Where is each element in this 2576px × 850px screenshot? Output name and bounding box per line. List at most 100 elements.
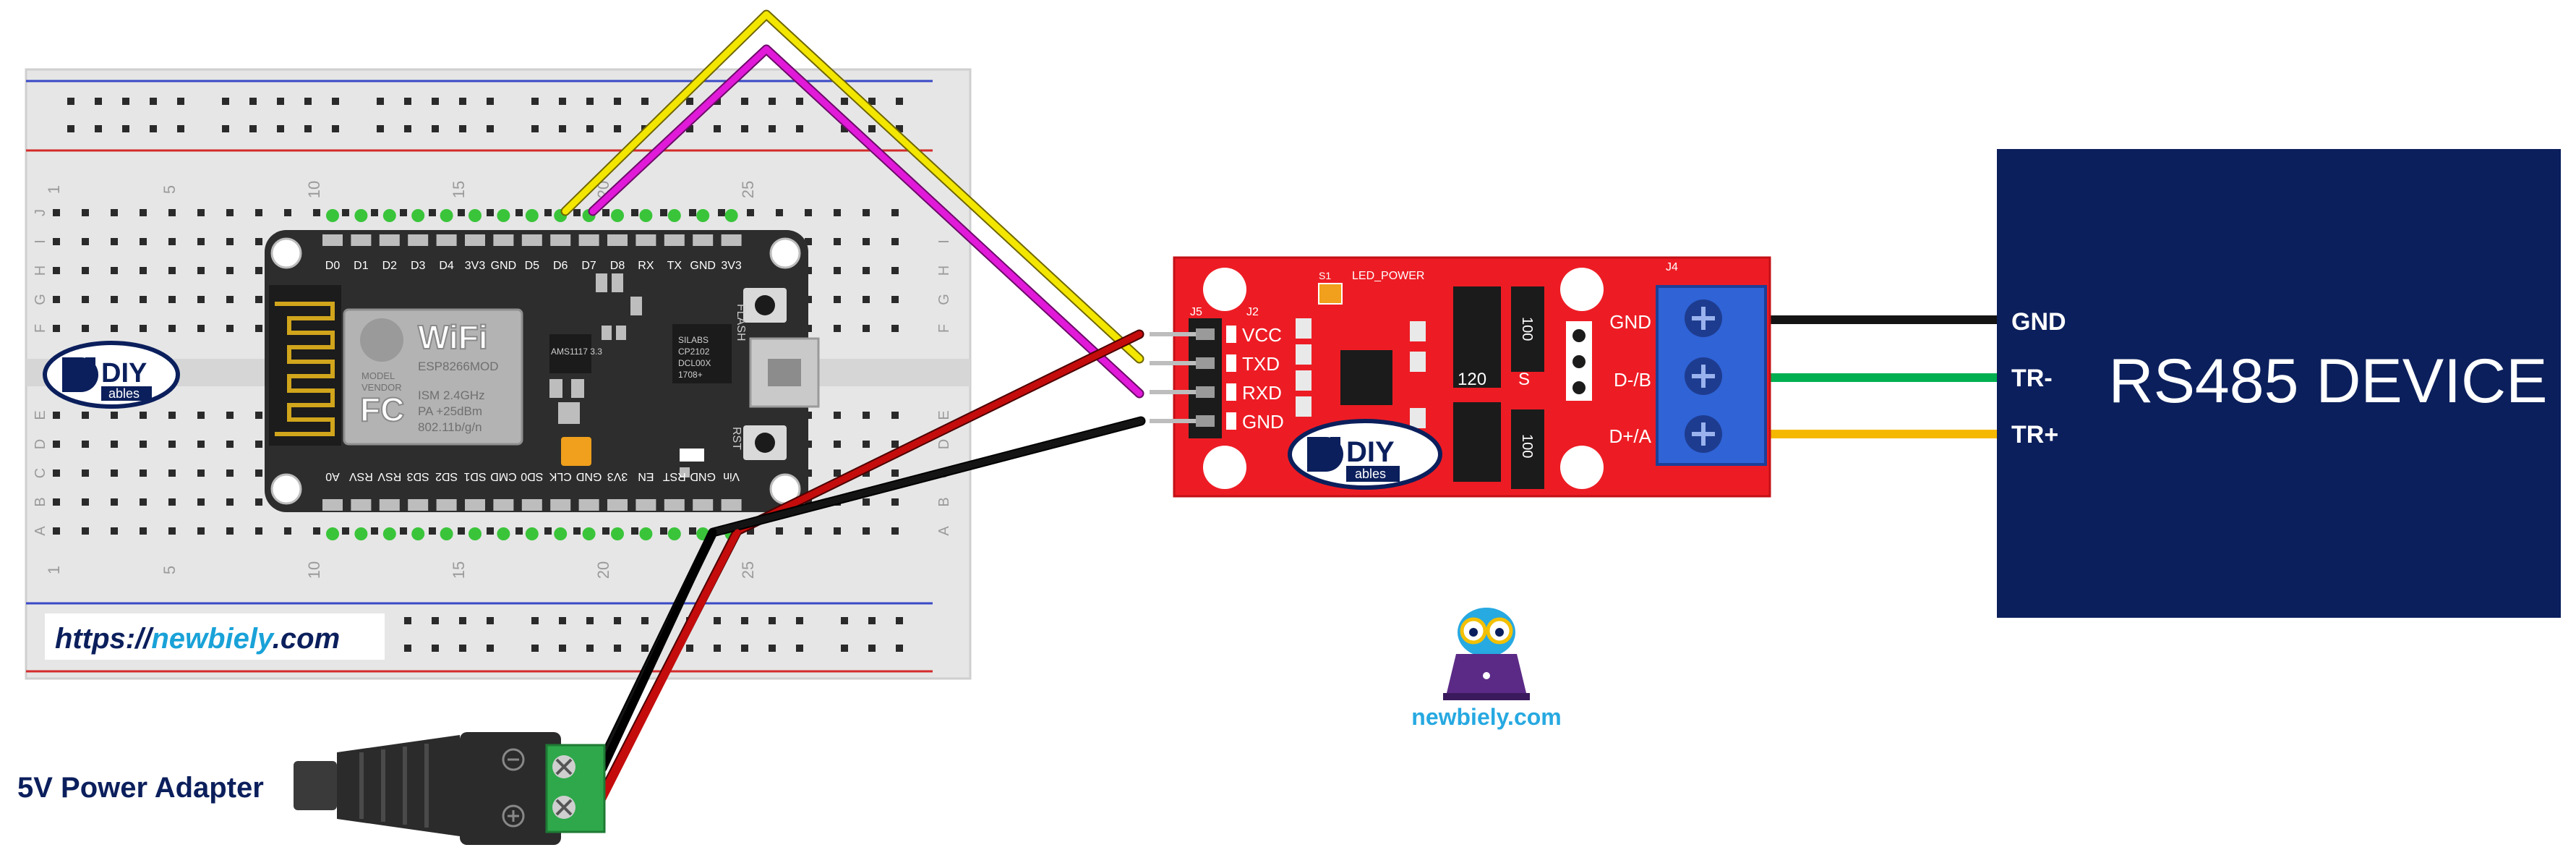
breadboard-hole (686, 98, 693, 105)
breadboard-hole (53, 325, 60, 332)
breadboard-hole (776, 209, 783, 216)
breadboard-hole (573, 209, 581, 216)
breadboard-hole (487, 527, 494, 535)
breadboard-hole (429, 209, 436, 216)
esp-bottom-pin-label: SD2 (435, 470, 458, 483)
breadboard-hole (342, 527, 349, 535)
website-label[interactable]: https://newbiely.com (55, 623, 340, 655)
breadboard-hole (53, 296, 60, 303)
breadboard-hole (222, 125, 229, 132)
breadboard-hole (53, 441, 60, 448)
breadboard-hole (140, 209, 147, 216)
breadboard-hole (614, 98, 621, 105)
breadboard-hole (891, 238, 899, 245)
esp-bottom-pin-label: EN (638, 470, 654, 483)
breadboard-hole (226, 441, 234, 448)
breadboard-hole (197, 498, 205, 506)
breadboard-hole (197, 441, 205, 448)
esp-top-pin-pad (693, 234, 714, 246)
breadboard-hole (140, 498, 147, 506)
esp-top-pin-hole (497, 209, 510, 222)
wire-red-esp-vin (599, 529, 741, 802)
breadboard-hole (197, 296, 205, 303)
esp-bottom-pin-pad (493, 499, 514, 511)
breadboard-hole (458, 209, 465, 216)
esp-top-pin-label: 3V3 (721, 260, 742, 272)
j4-label: J4 (1666, 261, 1678, 273)
breadboard-hole (226, 498, 234, 506)
breadboard-top-number: 15 (450, 181, 468, 198)
breadboard-hole (586, 617, 594, 624)
rs485-header-pin (1196, 357, 1215, 369)
breadboard-right-letter: D (936, 439, 952, 449)
breadboard-hole (805, 238, 812, 245)
breadboard-hole (82, 267, 89, 274)
breadboard-left-letter: G (33, 294, 48, 305)
breadboard-hole (168, 267, 176, 274)
breadboard-hole (111, 209, 118, 216)
breadboard-hole (834, 267, 841, 274)
breadboard-hole (796, 98, 803, 105)
breadboard-hole (841, 125, 848, 132)
breadboard-hole (168, 527, 176, 535)
breadboard-hole (559, 617, 566, 624)
breadboard-hole (714, 617, 721, 624)
breadboard-hole (891, 412, 899, 419)
breadboard-hole (82, 527, 89, 535)
breadboard-hole (891, 441, 899, 448)
breadboard-hole (255, 441, 262, 448)
breadboard-hole (660, 527, 667, 535)
breadboard-hole (177, 98, 184, 105)
breadboard-hole (586, 98, 594, 105)
esp-bottom-pin-label: GND (690, 470, 716, 483)
esp-bottom-pin-hole (582, 527, 596, 540)
module-logo-subtext: ables (1355, 467, 1386, 481)
breadboard-hole (459, 617, 466, 624)
device-terminal-tr-minus: TR- (2011, 365, 2053, 392)
rs485-right-label: D-/B (1614, 369, 1651, 391)
center-label-s: S (1518, 370, 1530, 389)
breadboard-hole (150, 98, 157, 105)
breadboard-hole (304, 125, 312, 132)
breadboard-hole (515, 209, 523, 216)
breadboard-hole (197, 238, 205, 245)
breadboard-hole (168, 412, 176, 419)
esp-bottom-pin-label: CMD (490, 470, 516, 483)
breadboard-hole (531, 617, 539, 624)
breadboard-hole (95, 125, 102, 132)
esp-bottom-pin-hole (326, 527, 339, 540)
esp-top-pin-hole (611, 209, 624, 222)
esp-bottom-pin-label: Vin (723, 470, 740, 483)
resistor-bottom-label: 100 (1519, 434, 1535, 458)
esp-top-pin-label: 3V3 (465, 260, 486, 272)
breadboard-hole (140, 238, 147, 245)
breadboard-hole (559, 645, 566, 652)
esp-top-pin-hole (411, 209, 425, 222)
breadboard-hole (641, 645, 649, 652)
esp-top-pin-label: D5 (525, 260, 540, 272)
led-power-label: LED_POWER (1352, 270, 1424, 282)
breadboard-hole (747, 209, 754, 216)
usb-chip-line-1: SILABS (678, 335, 709, 345)
breadboard-hole (53, 209, 60, 216)
breadboard-hole (53, 267, 60, 274)
usb-chip-line-2: CP2102 (678, 347, 710, 357)
breadboard-hole (891, 325, 899, 332)
breadboard-hole (834, 296, 841, 303)
resistor-top-label: 100 (1519, 317, 1535, 341)
breadboard-hole (197, 469, 205, 477)
breadboard-hole (459, 98, 466, 105)
rs485-left-pin-label: RXD (1242, 382, 1282, 404)
breadboard-hole (177, 125, 184, 132)
breadboard-hole (714, 125, 721, 132)
esp-top-pin-pad (607, 234, 628, 246)
esp-top-pin-label: TX (667, 260, 682, 272)
esp-bottom-pin-hole (382, 527, 396, 540)
breadboard-hole (834, 469, 841, 477)
fcc-label: FC (360, 391, 404, 428)
breadboard-hole (53, 412, 60, 419)
breadboard-hole (168, 209, 176, 216)
esp-top-pin-hole (468, 209, 482, 222)
esp-top-pin-pad (550, 234, 571, 246)
